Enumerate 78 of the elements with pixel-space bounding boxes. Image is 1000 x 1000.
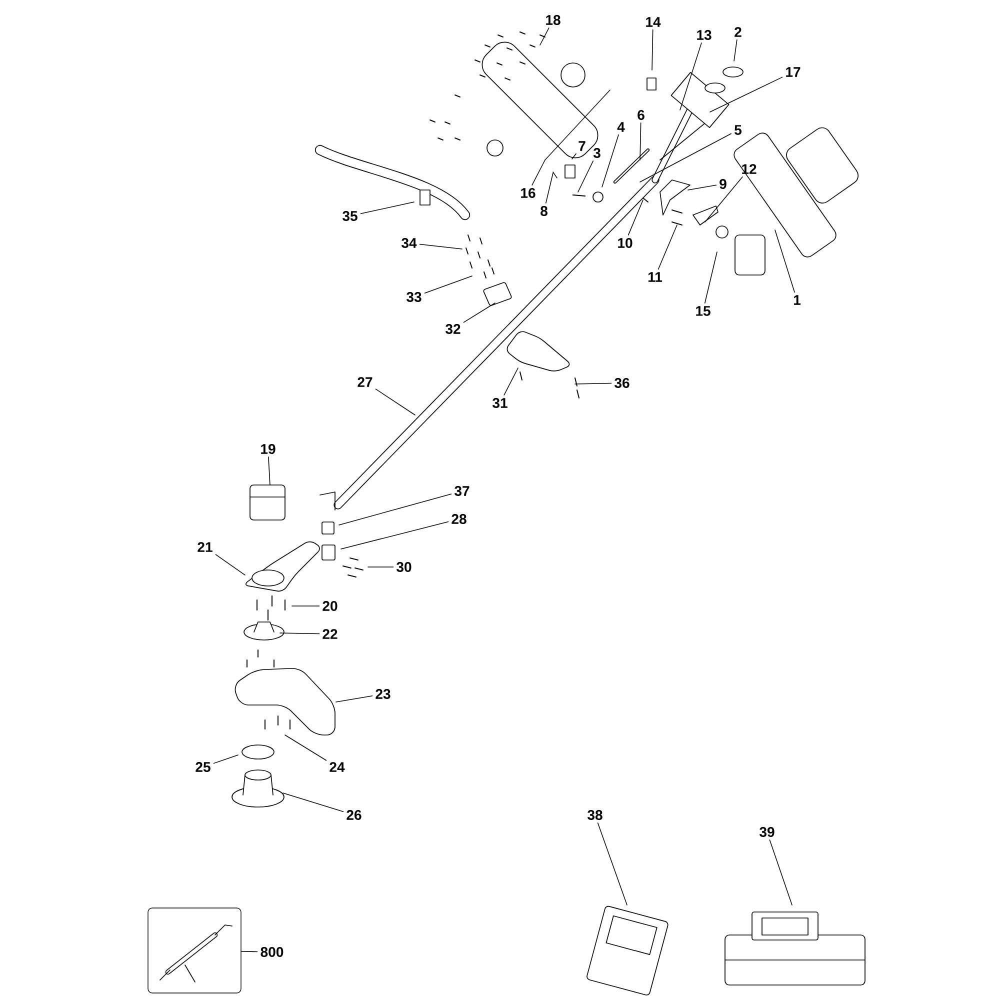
leader-line bbox=[704, 176, 743, 222]
callout-number: 8 bbox=[540, 206, 548, 216]
callout-number: 1 bbox=[794, 295, 801, 305]
callout-number: 5 bbox=[734, 125, 742, 135]
inset-frame bbox=[148, 908, 242, 994]
callout-number: 20 bbox=[322, 601, 338, 611]
leader-line bbox=[463, 302, 496, 323]
leader-line bbox=[652, 29, 654, 70]
callout-number: 31 bbox=[492, 398, 508, 408]
callout-number: 24 bbox=[330, 762, 345, 772]
callout-number: 12 bbox=[742, 164, 756, 174]
callout-number: 7 bbox=[578, 141, 586, 151]
leader-line bbox=[597, 822, 628, 906]
leader-line bbox=[215, 554, 246, 576]
callout-number: 37 bbox=[454, 486, 470, 496]
callout-number: 26 bbox=[346, 810, 362, 820]
leader-line bbox=[602, 134, 619, 188]
callout-number: 35 bbox=[342, 211, 358, 221]
callout-number: 800 bbox=[260, 947, 284, 957]
callout-number: 18 bbox=[546, 15, 560, 25]
callout-number: 36 bbox=[614, 378, 630, 388]
leader-line bbox=[540, 28, 550, 46]
leader-line bbox=[280, 632, 320, 634]
callout-number: 14 bbox=[646, 17, 661, 27]
leader-line bbox=[578, 160, 594, 192]
callout-number: 11 bbox=[648, 272, 662, 282]
leader-line bbox=[546, 172, 554, 204]
callout-number: 30 bbox=[396, 562, 412, 572]
callout-number: 39 bbox=[760, 827, 774, 837]
leader-line bbox=[640, 122, 642, 160]
leader-line bbox=[658, 224, 678, 270]
leader-line bbox=[532, 160, 546, 186]
callout-number: 13 bbox=[697, 30, 712, 40]
callout-number: 9 bbox=[720, 179, 726, 189]
callout-number: 17 bbox=[786, 67, 800, 77]
leader-line bbox=[360, 202, 414, 214]
leader-line bbox=[213, 754, 238, 764]
leader-line bbox=[734, 39, 738, 62]
leader-line bbox=[284, 734, 327, 761]
leader-line bbox=[338, 494, 452, 526]
leader-line bbox=[680, 42, 702, 110]
callout-number: 38 bbox=[588, 810, 602, 820]
leader-line bbox=[368, 566, 394, 568]
leader-line bbox=[282, 792, 344, 812]
leader-line bbox=[375, 388, 416, 416]
callout-number: 28 bbox=[452, 514, 466, 524]
leader-line bbox=[419, 244, 462, 250]
leader-line bbox=[336, 695, 373, 702]
callout-number: 22 bbox=[322, 629, 338, 639]
callout-number: 3 bbox=[593, 148, 600, 158]
callout-number: 27 bbox=[358, 377, 372, 387]
leader-line bbox=[704, 252, 718, 304]
callout-number: 25 bbox=[196, 762, 210, 772]
callout-number: 16 bbox=[521, 188, 536, 198]
leader-line bbox=[574, 382, 612, 384]
callout-number: 19 bbox=[261, 444, 276, 454]
leader-line bbox=[640, 133, 732, 182]
leader-line bbox=[688, 184, 717, 190]
leader-line bbox=[504, 368, 518, 396]
leader-line bbox=[769, 840, 792, 906]
callout-number: 2 bbox=[734, 27, 742, 37]
leader-line bbox=[710, 76, 783, 112]
callout-number: 6 bbox=[638, 110, 644, 120]
leader-line bbox=[240, 951, 258, 952]
callout-number: 21 bbox=[198, 542, 212, 552]
leader-line bbox=[268, 456, 270, 486]
leader-line bbox=[774, 230, 795, 293]
callout-number: 33 bbox=[406, 292, 422, 302]
callout-number: 32 bbox=[446, 324, 460, 334]
callout-number: 15 bbox=[696, 306, 710, 316]
callout-number: 34 bbox=[402, 238, 417, 248]
callout-number: 23 bbox=[376, 689, 390, 699]
leader-line bbox=[340, 521, 449, 550]
leader-line bbox=[424, 276, 472, 294]
callout-number: 10 bbox=[618, 238, 632, 248]
leader-line bbox=[572, 153, 576, 160]
callout-number: 4 bbox=[617, 122, 625, 132]
leader-line bbox=[628, 200, 644, 236]
